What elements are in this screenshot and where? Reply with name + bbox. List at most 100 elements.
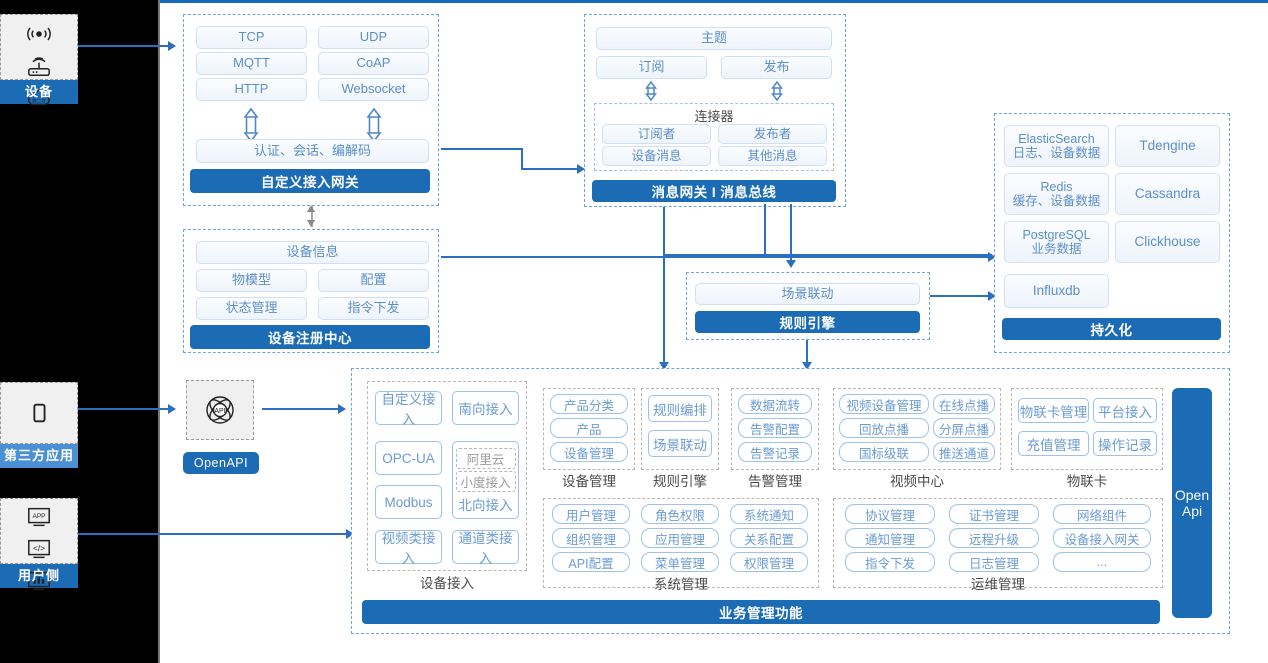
re-rule-orchestration[interactable]: 规则编排	[648, 395, 712, 422]
video-gb-cascade[interactable]: 国标级联	[839, 442, 929, 462]
thing-model-box[interactable]: 物模型	[196, 269, 307, 292]
sys-user-management[interactable]: 用户管理	[552, 504, 630, 524]
protocol-udp[interactable]: UDP	[318, 26, 429, 49]
actor-device-label: 设备	[0, 80, 78, 104]
sys-org-management[interactable]: 组织管理	[552, 528, 630, 548]
store-cassandra[interactable]: Cassandra	[1115, 173, 1220, 215]
connector-msgbus-crossbar	[663, 254, 790, 256]
openapi-label[interactable]: OpenAPI	[183, 452, 259, 474]
sys-permission-management[interactable]: 权限管理	[730, 552, 808, 572]
config-box[interactable]: 配置	[318, 269, 429, 292]
store-redis[interactable]: Redis 缓存、设备数据	[1004, 173, 1109, 215]
access-north-aliyun[interactable]: 阿里云	[455, 448, 516, 469]
access-northbound-label: 北向接入	[458, 498, 513, 513]
protocol-mqtt[interactable]: MQTT	[196, 52, 307, 75]
device-registry-bar[interactable]: 设备注册中心	[190, 325, 430, 349]
iot-recharge-management[interactable]: 充值管理	[1018, 431, 1089, 456]
video-device-management[interactable]: 视频设备管理	[839, 394, 929, 414]
svg-text:API: API	[214, 408, 225, 415]
ops-command-dispatch[interactable]: 指令下发	[845, 552, 935, 572]
access-video[interactable]: 视频类接入	[375, 530, 442, 566]
connector-subgroup-title: 连接器	[694, 109, 734, 124]
iot-platform-access[interactable]: 平台接入	[1093, 398, 1157, 423]
connector-other-message[interactable]: 其他消息	[718, 146, 827, 166]
sys-notification[interactable]: 系统通知	[730, 504, 808, 524]
user-side-icon-box: APP </>	[0, 498, 78, 591]
store-tdengine[interactable]: Tdengine	[1115, 125, 1220, 167]
iot-operation-log[interactable]: 操作记录	[1093, 431, 1157, 456]
ops-log-management[interactable]: 日志管理	[949, 552, 1039, 572]
access-north-xiaodu[interactable]: 小度接入	[455, 471, 516, 492]
alarm-data-flow[interactable]: 数据流转	[738, 394, 812, 414]
alarm-config[interactable]: 告警配置	[738, 418, 812, 438]
rule-engine-bar[interactable]: 规则引擎	[695, 311, 920, 333]
actor-user-side-label: 用户侧	[0, 564, 78, 588]
connector-publisher[interactable]: 发布者	[718, 124, 827, 144]
protocol-http[interactable]: HTTP	[196, 78, 307, 101]
access-southbound[interactable]: 南向接入	[452, 391, 519, 425]
device-access-title: 设备接入	[420, 576, 474, 591]
access-modbus[interactable]: Modbus	[375, 485, 442, 519]
ops-more[interactable]: ...	[1053, 552, 1151, 572]
video-live-stream[interactable]: 在线点播	[933, 394, 995, 414]
dm-device-management[interactable]: 设备管理	[550, 442, 628, 462]
access-custom[interactable]: 自定义接入	[375, 391, 442, 427]
publish-box[interactable]: 发布	[721, 56, 832, 79]
auth-session-codec[interactable]: 认证、会话、编解码	[196, 139, 429, 163]
dm-product[interactable]: 产品	[550, 418, 628, 438]
video-playback[interactable]: 回放点播	[839, 418, 929, 438]
arrowhead-gateway-registry-up	[307, 205, 315, 212]
ops-cert-management[interactable]: 证书管理	[949, 504, 1039, 524]
video-push-channel[interactable]: 推送通道	[933, 442, 995, 462]
ops-network-component[interactable]: 网络组件	[1053, 504, 1151, 524]
store-influxdb[interactable]: Influxdb	[1004, 274, 1109, 308]
store-elasticsearch-name: ElasticSearch	[1018, 131, 1095, 146]
connector-device-message[interactable]: 设备消息	[602, 146, 711, 166]
video-split-screen[interactable]: 分屏点播	[933, 418, 995, 438]
store-elasticsearch-sub: 日志、设备数据	[1012, 146, 1101, 160]
connector-subscriber[interactable]: 订阅者	[602, 124, 711, 144]
device-info-box[interactable]: 设备信息	[196, 241, 429, 264]
col-ops-title: 运维管理	[971, 577, 1025, 592]
custom-access-gateway-bar[interactable]: 自定义接入网关	[190, 169, 430, 193]
access-northbound-wrap[interactable]: 阿里云 小度接入 北向接入	[452, 441, 519, 519]
topic-box[interactable]: 主题	[596, 27, 832, 50]
arrowhead-rule-to-persistence	[988, 291, 996, 301]
ops-device-access-gateway[interactable]: 设备接入网关	[1053, 528, 1151, 548]
alarm-records[interactable]: 告警记录	[738, 442, 812, 462]
access-channel[interactable]: 通道类接入	[452, 530, 519, 566]
protocol-websocket[interactable]: Websocket	[318, 78, 429, 101]
access-opc-ua[interactable]: OPC-UA	[375, 441, 442, 475]
sys-relation-config[interactable]: 关系配置	[730, 528, 808, 548]
protocol-coap[interactable]: CoAP	[318, 52, 429, 75]
sys-api-config[interactable]: API配置	[552, 552, 630, 572]
dm-product-category[interactable]: 产品分类	[550, 394, 628, 414]
store-elasticsearch[interactable]: ElasticSearch 日志、设备数据	[1004, 125, 1109, 167]
top-accent-strip	[160, 0, 1268, 3]
ops-notification-management[interactable]: 通知管理	[845, 528, 935, 548]
command-dispatch-box[interactable]: 指令下发	[318, 297, 429, 320]
open-api-vertical-bar[interactable]: Open Api	[1172, 388, 1212, 618]
ops-protocol-management[interactable]: 协议管理	[845, 504, 935, 524]
ops-remote-upgrade[interactable]: 远程升级	[949, 528, 1039, 548]
connector-gw-to-msg-seg1	[441, 148, 523, 150]
business-management-bar[interactable]: 业务管理功能	[362, 600, 1160, 624]
col-iot-card-title: 物联卡	[1066, 474, 1108, 489]
scene-linkage-box[interactable]: 场景联动	[695, 283, 920, 305]
iot-card-management[interactable]: 物联卡管理	[1018, 398, 1089, 423]
rail-divider	[158, 0, 160, 663]
store-postgresql[interactable]: PostgreSQL 业务数据	[1004, 221, 1109, 263]
state-management-box[interactable]: 状态管理	[196, 297, 307, 320]
svg-text:APP: APP	[32, 513, 45, 520]
message-gateway-bar[interactable]: 消息网关 I 消息总线	[592, 180, 836, 202]
store-clickhouse[interactable]: Clickhouse	[1115, 221, 1220, 263]
sys-app-management[interactable]: 应用管理	[641, 528, 719, 548]
sys-menu-management[interactable]: 菜单管理	[641, 552, 719, 572]
persistence-bar[interactable]: 持久化	[1002, 318, 1221, 340]
sys-role-permission[interactable]: 角色权限	[641, 504, 719, 524]
protocol-tcp[interactable]: TCP	[196, 26, 307, 49]
re-scene-linkage[interactable]: 场景联动	[648, 430, 712, 457]
subscribe-box[interactable]: 订阅	[596, 56, 707, 79]
arrowhead-thirdparty-to-openapi	[168, 404, 176, 414]
col-device-management-title: 设备管理	[562, 474, 616, 489]
